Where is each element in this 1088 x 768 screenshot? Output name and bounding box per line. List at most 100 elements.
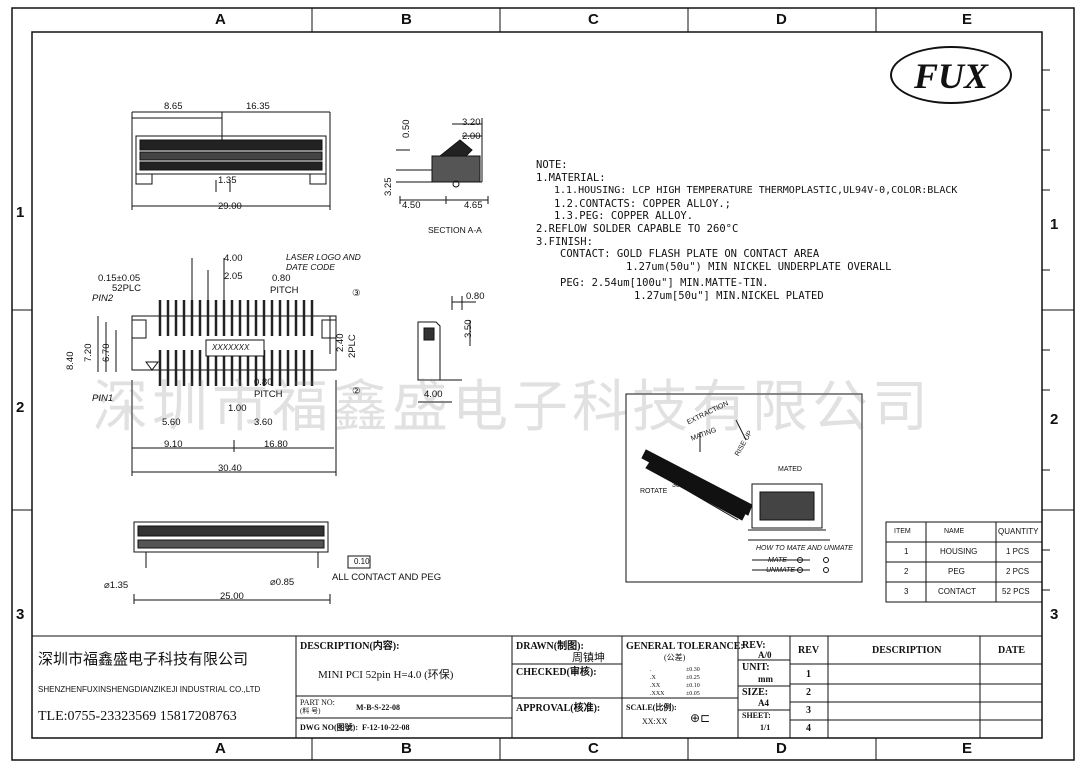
sheet-value: 1/1 [760,723,771,732]
zone-row-1-left: 1 [16,204,25,221]
mating-unmate: UNMATE [766,567,796,574]
zone-row-3-right: 3 [1050,606,1059,623]
dim-top-pitch: 1.35 [218,175,237,186]
bom-row-3-item: 3 [904,587,909,596]
dim-sec-b1: 4.50 [402,200,421,211]
zone-col-c-bottom: C [588,740,599,757]
sheet-label: SHEET: [742,711,771,720]
zone-row-3-left: 3 [16,606,25,623]
company-name-cn: 深圳市福鑫盛电子科技有限公司 [38,650,249,668]
zone-col-d-top: D [776,11,787,28]
tol-row-4-val: ±0.05 [686,691,700,697]
mating-rotate: ROTATE [640,488,668,495]
bom-row-1-name: HOUSING [940,547,978,556]
description-label: DESCRIPTION(内容): [300,641,400,652]
bom-row-2-item: 2 [904,567,909,576]
zone-col-b-top: B [401,11,412,28]
notes-housing: 1.1.HOUSING: LCP HIGH TEMPERATURE THERMO… [554,185,958,196]
bom-row-1-qty: 1 PCS [1006,547,1030,556]
dim-top-width: 29.00 [218,201,242,212]
pitch-bottom: PITCH [254,389,283,400]
fux-logo: FUX [890,46,1012,104]
top-view-drawing [131,111,331,210]
dim-sec-h2: 3.25 [383,177,394,197]
outer-border [11,7,1075,761]
zone-col-c-top: C [588,11,599,28]
pitch-top: PITCH [270,285,299,296]
dim-5-60: 5.60 [162,417,181,428]
inner-border [31,31,1043,739]
dim-dia-1-35: ⌀1.35 [104,580,129,591]
dim-30-40: 30.40 [218,463,242,474]
dim-2-05: 2.05 [224,271,243,282]
dim-25-00: 25.00 [220,591,244,602]
scale-label: SCALE(比例): [626,703,677,712]
callout-3-front: ③ [352,288,361,299]
side-view-drawing [417,296,476,403]
date-code-label: DATE CODE [286,262,335,272]
tol-row-1-key: . [650,667,652,673]
zone-col-a-top: A [215,11,226,28]
all-contact-label: ALL CONTACT AND PEG [332,572,442,583]
dim-0-80-bottom: 0.80 [254,377,273,388]
part-no-label: PART NO: [300,698,335,707]
callout-2-front: ② [352,386,361,397]
drawn-label: DRAWN(制图): [516,641,584,652]
part-no-value: M-B-S-22-08 [356,703,400,712]
pin1-label: PIN1 [92,393,114,404]
tol-row-1-val: ±0.30 [686,667,700,673]
laser-logo-label: LASER LOGO AND [286,252,361,262]
tolerance-sub: (公差) [664,653,686,662]
dim-sec-w2: 2.00 [462,131,481,142]
tol-row-4-key: .XXX [650,691,665,697]
rev-label: REV: [742,640,766,651]
front-view-drawing [97,258,337,476]
dim-top-right: 16.35 [246,101,270,112]
bom-row-3-qty: 52 PCS [1002,587,1030,596]
zone-col-e-bottom: E [962,740,973,757]
dim-0-15: 0.15±0.05 [98,273,141,284]
zone-row-1-right: 1 [1050,216,1059,233]
dim-dia-0-85: ⌀0.85 [270,577,295,588]
dim-16-80: 16.80 [264,439,288,450]
zone-col-a-bottom: A [215,740,226,757]
notes-finish: 3.FINISH: [536,236,593,248]
bom-header-name: NAME [944,528,965,535]
tol-row-2-val: ±0.25 [686,675,700,681]
size-label: SIZE: [742,687,769,698]
notes-peg-finish: PEG: 2.54um[100u"] MIN.MATTE-TIN. [560,277,769,289]
unit-value: mm [758,674,773,684]
section-a-a-drawing [396,118,489,204]
scale-value: XX:XX [642,717,668,726]
dim-6-70: 6.70 [101,343,112,363]
tol-row-2-key: .X [650,675,656,681]
rev-table-header-rev: REV [798,645,820,656]
bom-row-2-name: PEG [948,567,965,576]
dim-8-40: 8.40 [65,351,76,371]
plc-52: 52PLC [112,283,142,294]
dim-top-left: 8.65 [164,101,183,112]
mating-diagram [625,393,863,583]
side-dim-0-80: 0.80 [466,291,485,302]
zone-row-2-left: 2 [16,399,25,416]
zone-row-2-right: 2 [1050,411,1059,428]
approval-label: APPROVAL(核准): [516,703,601,714]
logo-text: FUX [913,56,989,96]
dim-3-60: 3.60 [254,417,273,428]
description-value: MINI PCI 52pin H=4.0 (环保) [318,669,454,681]
notes-material: 1.MATERIAL: [536,172,606,184]
bom-header-item: ITEM [894,528,911,535]
notes-peg-finish-2: 1.27um[50u"] MIN.NICKEL PLATED [634,290,824,302]
flatness-0-10: 0.10 [354,557,370,566]
zone-col-b-bottom: B [401,740,412,757]
company-name-en: SHENZHENFUXINSHENGDIANZIKEJI INDUSTRIAL … [38,685,261,694]
side-dim-3-50: 3.50 [463,319,474,339]
section-label: SECTION A-A [428,225,482,235]
notes-contacts: 1.2.CONTACTS: COPPER ALLOY.; [554,198,732,210]
rev-row-1: 1 [806,669,811,680]
dim-1-00: 1.00 [228,403,247,414]
dim-2-40: 2.40 [335,333,346,353]
plc-2: 2PLC [347,334,358,358]
rev-row-3: 3 [806,705,811,716]
